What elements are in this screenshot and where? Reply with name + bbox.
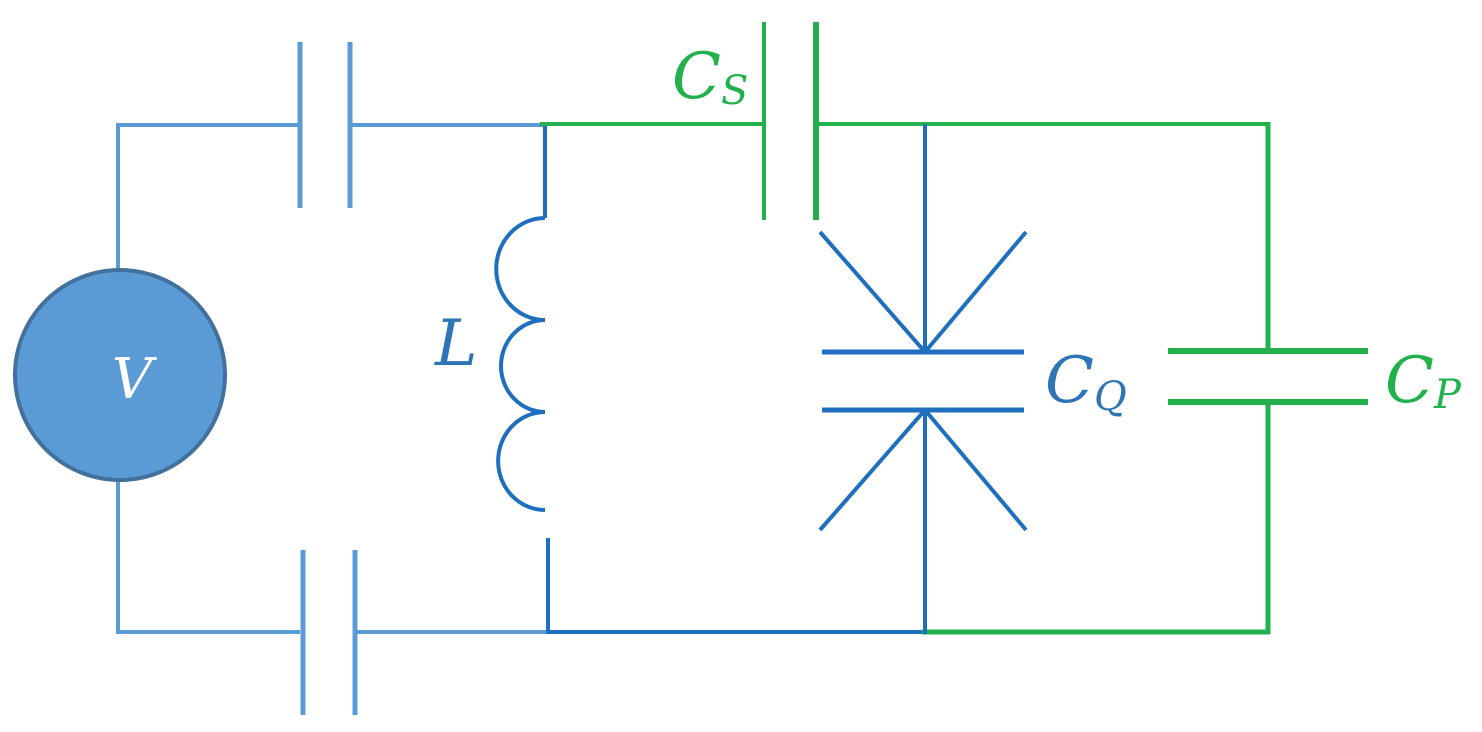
quantum-capacitor-label: CQ [1045, 344, 1127, 420]
voltage-source-label: V [112, 347, 158, 412]
quantum-capacitor-arrow-lower-right [923, 408, 1028, 532]
quantum-capacitor-label-sub: Q [1094, 374, 1127, 420]
source-branch [116, 123, 548, 634]
top-coupling-capacitor [297, 42, 353, 208]
series-capacitor [762, 22, 819, 220]
voltage-source-circle [13, 268, 227, 482]
parallel-capacitor-label: CP [1385, 344, 1462, 418]
series-capacitor-label: CS [672, 40, 748, 114]
quantum-capacitor-arrow-upper-left [818, 230, 927, 354]
parallel-capacitor-label-main: C [1385, 344, 1434, 418]
quantum-capacitor-label-main: C [1045, 344, 1094, 418]
quantum-capacitor-arrow-upper-right [923, 230, 1028, 354]
voltage-source: V [13, 268, 227, 482]
inductor-label: L [434, 307, 478, 381]
parallel-capacitor-label-sub: P [1433, 372, 1462, 418]
series-capacitor-label-sub: S [721, 68, 748, 114]
inductor-coil [494, 216, 546, 512]
green-wires [540, 122, 1271, 635]
quantum-capacitor-arrow-lower-left [818, 408, 927, 532]
quantum-capacitor [818, 124, 1028, 634]
inductor [494, 123, 550, 634]
bottom-coupling-capacitor [300, 550, 358, 715]
parallel-capacitor [1168, 348, 1368, 405]
series-capacitor-label-main: C [672, 40, 721, 114]
